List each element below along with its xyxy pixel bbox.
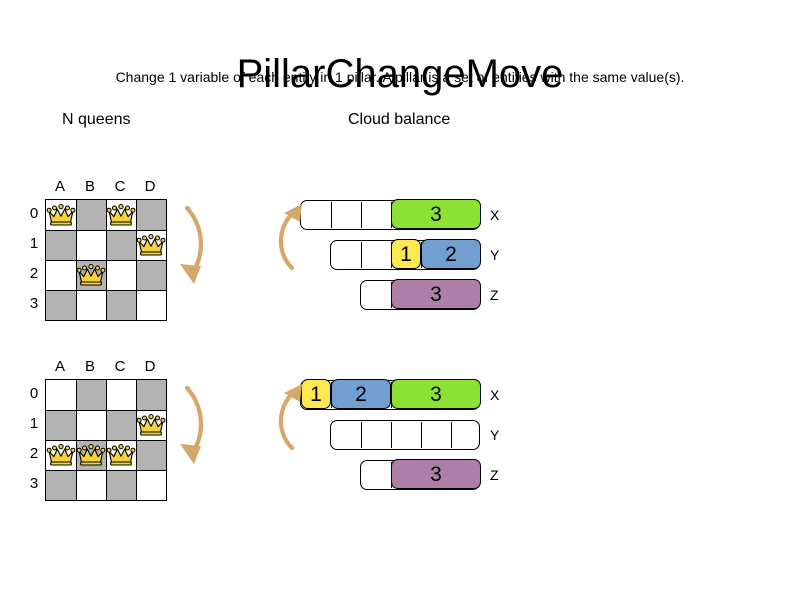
cloud-computer-label-Y: Y	[490, 247, 500, 263]
cloud-arrow-top-icon	[270, 200, 312, 282]
cloud-computer-row-Y-after	[330, 420, 480, 450]
chess-cell-C3[interactable]	[106, 290, 136, 320]
cloud-computer-label-Z: Z	[490, 467, 499, 483]
chess-cell-A0[interactable]	[46, 200, 76, 230]
chess-cell-D0[interactable]	[136, 380, 166, 410]
chess-cell-A1[interactable]	[46, 230, 76, 260]
chess-cell-B0[interactable]	[76, 200, 106, 230]
section-heading-nqueens: N queens	[62, 111, 131, 128]
chess-cell-A1[interactable]	[46, 410, 76, 440]
chess-cell-D3[interactable]	[136, 470, 166, 500]
cloud-capacity-tick	[361, 202, 362, 228]
cloud-computer-label-X: X	[490, 207, 500, 223]
chess-cell-C2[interactable]	[106, 440, 136, 470]
chess-cell-B0[interactable]	[76, 380, 106, 410]
chess-cell-D2[interactable]	[136, 260, 166, 290]
cloud-computer-row-Z-after: 3	[360, 459, 481, 490]
cloud-process-1-on-X[interactable]: 1	[301, 379, 331, 410]
cloud-computer-capacity-bar-Y[interactable]	[330, 420, 480, 450]
nqueens-arrow-top-icon	[170, 200, 216, 290]
chess-cell-C0[interactable]	[106, 380, 136, 410]
chess-cell-D1[interactable]	[136, 230, 166, 260]
cloud-computer-row-Z-before: 3	[360, 279, 481, 310]
chess-column-label-D: D	[144, 178, 156, 195]
cloud-process-3-on-X[interactable]: 3	[391, 199, 481, 230]
cloud-capacity-tick	[361, 242, 362, 268]
chess-column-label-B: B	[84, 358, 95, 375]
nqueens-board-after: A B C D 0 1 2 3	[30, 358, 167, 501]
cloud-computer-label-X: X	[490, 387, 500, 403]
chess-row-label-3: 3	[29, 295, 39, 312]
cloud-process-1-on-Y[interactable]: 1	[391, 239, 421, 270]
chess-cell-B3[interactable]	[76, 470, 106, 500]
cloud-computer-label-Z: Z	[490, 287, 499, 303]
nqueens-arrow-bottom-icon	[170, 380, 216, 470]
chessboard-before	[45, 199, 167, 321]
chess-cell-C1[interactable]	[106, 410, 136, 440]
chess-cell-A3[interactable]	[46, 290, 76, 320]
chess-cell-B2[interactable]	[76, 260, 106, 290]
chess-cell-A2[interactable]	[46, 260, 76, 290]
chess-cell-A0[interactable]	[46, 380, 76, 410]
chess-row-label-2: 2	[29, 265, 39, 282]
cloud-arrow-bottom-icon	[270, 380, 312, 462]
chess-column-label-A: A	[54, 358, 65, 375]
chess-gridline-horizontal	[46, 260, 166, 261]
chess-column-label-D: D	[144, 358, 156, 375]
chess-column-label-A: A	[54, 178, 65, 195]
chess-cell-C2[interactable]	[106, 260, 136, 290]
cloud-capacity-tick	[421, 422, 422, 448]
chess-cell-D2[interactable]	[136, 440, 166, 470]
cloud-computer-capacity-bar-Z[interactable]: 3	[360, 459, 481, 490]
cloud-process-2-on-Y[interactable]: 2	[421, 239, 481, 270]
chess-cell-D1[interactable]	[136, 410, 166, 440]
chess-cell-D3[interactable]	[136, 290, 166, 320]
chess-gridline-horizontal	[46, 230, 166, 231]
chess-column-label-C: C	[114, 358, 126, 375]
chess-row-label-2: 2	[29, 445, 39, 462]
chess-row-label-0: 0	[29, 205, 39, 222]
cloud-computer-capacity-bar-Z[interactable]: 3	[360, 279, 481, 310]
chess-row-label-3: 3	[29, 475, 39, 492]
cloud-capacity-tick	[361, 422, 362, 448]
chess-cell-B2[interactable]	[76, 440, 106, 470]
chess-gridline-horizontal	[46, 440, 166, 441]
chess-cell-B1[interactable]	[76, 230, 106, 260]
cloud-capacity-tick	[331, 202, 332, 228]
chess-gridline-horizontal	[46, 410, 166, 411]
cloud-process-2-on-X[interactable]: 2	[331, 379, 391, 410]
chess-cell-C0[interactable]	[106, 200, 136, 230]
chess-cell-B3[interactable]	[76, 290, 106, 320]
cloud-process-3-on-Z[interactable]: 3	[391, 279, 481, 310]
cloud-capacity-tick	[451, 422, 452, 448]
cloud-capacity-tick	[391, 422, 392, 448]
cloud-computer-capacity-bar-X[interactable]: 3	[300, 199, 481, 230]
chess-cell-C1[interactable]	[106, 230, 136, 260]
cloud-process-3-on-X[interactable]: 3	[391, 379, 481, 410]
chess-row-label-1: 1	[29, 235, 39, 252]
page-subtitle: Change 1 variable of each entity in 1 pi…	[115, 69, 685, 85]
chess-row-label-0: 0	[29, 385, 39, 402]
chess-cell-B1[interactable]	[76, 410, 106, 440]
chess-column-label-C: C	[114, 178, 126, 195]
chess-gridline-horizontal	[46, 290, 166, 291]
chess-gridline-horizontal	[46, 470, 166, 471]
chess-cell-A3[interactable]	[46, 470, 76, 500]
chess-cell-D0[interactable]	[136, 200, 166, 230]
cloud-computer-row-X-before: 3	[300, 199, 481, 230]
chess-row-label-1: 1	[29, 415, 39, 432]
cloud-computer-label-Y: Y	[490, 427, 500, 443]
cloud-process-3-on-Z[interactable]: 3	[391, 459, 481, 490]
section-heading-cloud: Cloud balance	[348, 111, 451, 128]
chess-column-label-B: B	[84, 178, 95, 195]
chessboard-after	[45, 379, 167, 501]
chess-cell-A2[interactable]	[46, 440, 76, 470]
chess-cell-C3[interactable]	[106, 470, 136, 500]
nqueens-board-before: A B C D 0 1 2 3	[30, 178, 167, 321]
page-title: PillarChangeMove	[236, 51, 564, 96]
